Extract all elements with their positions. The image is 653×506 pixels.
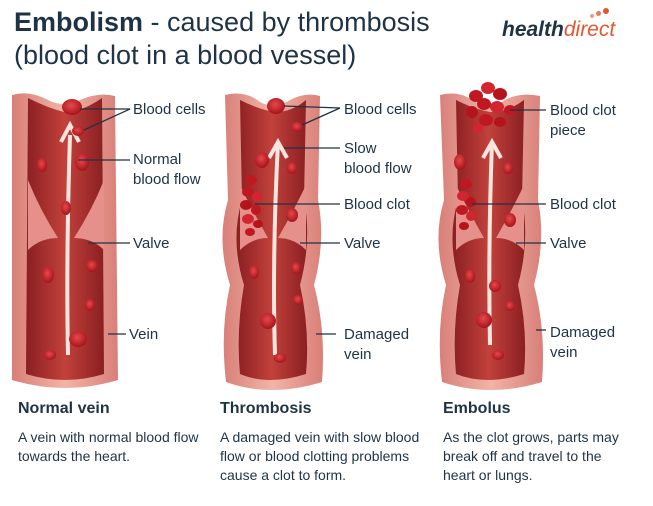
- label-vein: vein: [550, 344, 578, 361]
- label-blood-clot: Blood clot: [550, 196, 617, 213]
- title-bold: Embolism: [14, 7, 144, 37]
- normal-vein-blood-cells: [37, 99, 98, 360]
- label-vein: Vein: [129, 326, 158, 343]
- caption-text: A vein with normal blood flow towards th…: [18, 429, 199, 464]
- logo-text-health: health: [502, 18, 564, 41]
- title-rest: - caused by thrombosis: [143, 7, 430, 37]
- logo-text-direct: direct: [563, 18, 616, 41]
- label-valve: Valve: [344, 235, 380, 252]
- caption-thrombosis: Thrombosis A damaged vein with slow bloo…: [220, 400, 420, 485]
- caption-embolus: Embolus As the clot grows, parts may bre…: [443, 400, 643, 485]
- caption-heading: Thrombosis: [220, 400, 312, 417]
- label-blood-cells: Blood cells: [133, 101, 206, 118]
- label-vein: vein: [344, 346, 372, 363]
- leader-lines: [78, 105, 546, 335]
- label-piece: piece: [550, 122, 586, 139]
- embolus-blood-clot-piece: [466, 82, 516, 133]
- caption-text: A damaged vein with slow blood flow or b…: [220, 429, 420, 483]
- page-title: Embolism - caused by thrombosis (blood c…: [14, 6, 430, 72]
- caption-text: As the clot grows, parts may break off a…: [443, 429, 619, 483]
- label-valve: Valve: [550, 235, 586, 252]
- label-slow: Slow: [344, 140, 377, 157]
- caption-heading: Normal vein: [18, 400, 110, 417]
- embolus-blood-cells: [454, 154, 516, 360]
- embolus-vein-illustration: [438, 93, 543, 390]
- label-blood-clot: Blood clot: [550, 102, 617, 119]
- logo-dots-icon: [590, 8, 610, 20]
- thrombosis-blood-clot: [240, 175, 263, 236]
- label-damaged: Damaged: [550, 324, 615, 341]
- caption-heading: Embolus: [443, 400, 511, 417]
- thrombosis-blood-cells: [249, 98, 303, 363]
- label-valve: Valve: [133, 235, 169, 252]
- title-line2: (blood clot in a blood vessel): [14, 40, 357, 70]
- normal-vein-illustration: [12, 93, 118, 388]
- label-normal: Normal: [133, 151, 181, 168]
- caption-normal-vein: Normal vein A vein with normal blood flo…: [18, 400, 218, 466]
- thrombosis-vein-illustration: [222, 93, 323, 390]
- label-blood-cells: Blood cells: [344, 101, 417, 118]
- label-blood-flow: blood flow: [133, 171, 201, 188]
- label-damaged: Damaged: [344, 326, 409, 343]
- label-blood-clot: Blood clot: [344, 196, 411, 213]
- label-blood-flow: blood flow: [344, 160, 412, 177]
- healthdirect-logo: healthdirect: [502, 18, 615, 42]
- embolus-blood-clot: [456, 179, 476, 230]
